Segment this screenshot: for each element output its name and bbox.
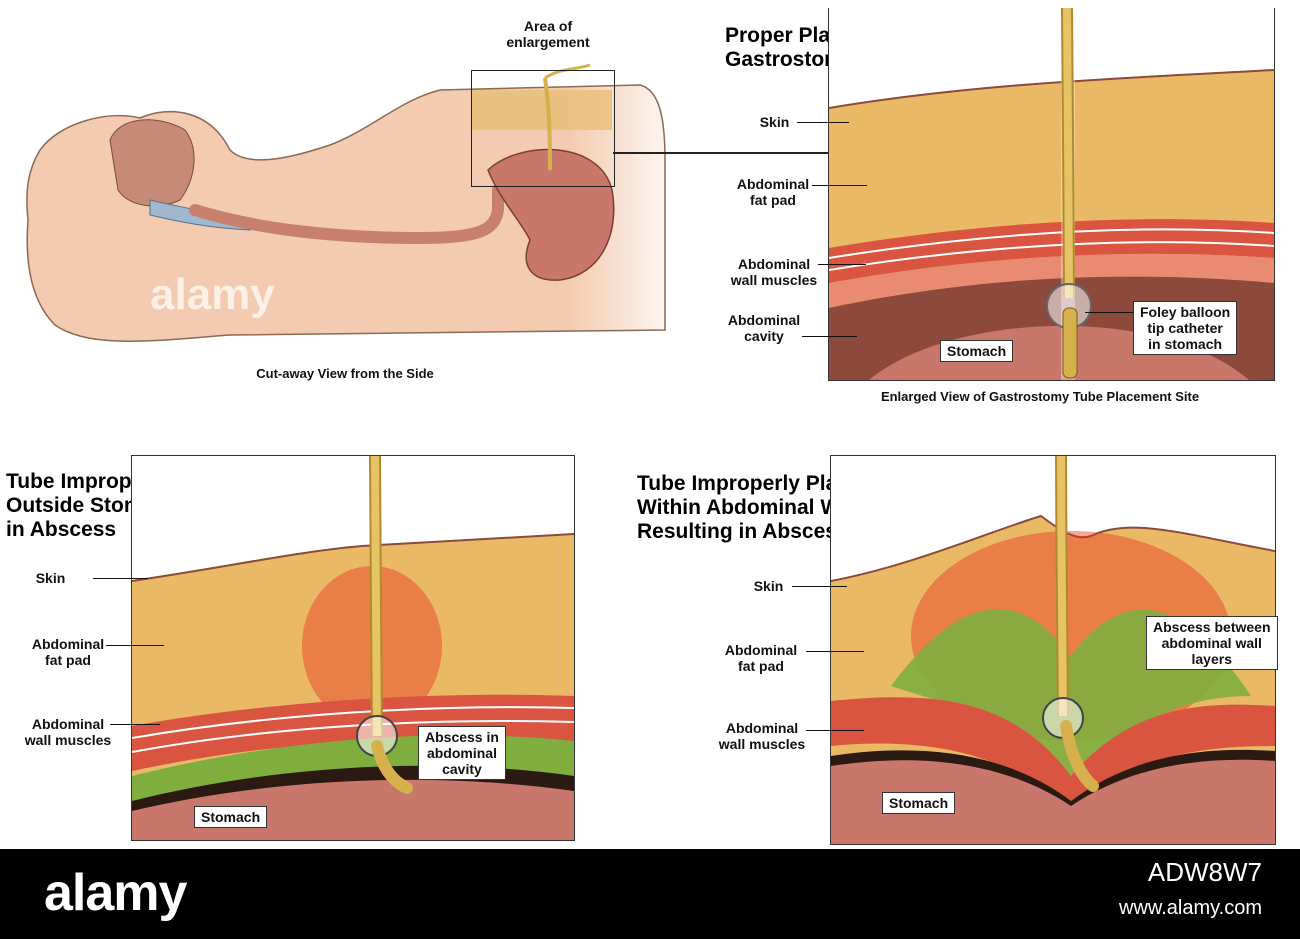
- enlargement-connector-line: [613, 152, 828, 154]
- enlargement-label: Area of enlargement: [506, 18, 590, 50]
- outside-muscle-label: Abdominal wall muscles: [24, 716, 112, 748]
- footer-image-id: ADW8W7: [1147, 857, 1262, 887]
- proper-stomach-label: Stomach: [940, 340, 1014, 362]
- outside-muscle-leader: [110, 724, 160, 725]
- within-abscess-label: Abscess between abdominal wall layers: [1146, 616, 1278, 670]
- outside-fat-leader: [106, 645, 164, 646]
- within-wall-panel: [830, 455, 1276, 845]
- footer-bar: alamy ADW8W7 www.alamy.com: [0, 849, 1300, 939]
- outside-skin-leader: [93, 578, 148, 579]
- within-stomach-label: Stomach: [882, 792, 956, 814]
- proper-cavity-label: Abdominal cavity: [727, 312, 801, 344]
- proper-caption: Enlarged View of Gastrostomy Tube Placem…: [880, 389, 1200, 404]
- proper-fat-leader: [812, 185, 867, 186]
- within-fat-label: Abdominal fat pad: [724, 642, 798, 674]
- proper-cavity-leader: [802, 336, 857, 337]
- within-muscle-label: Abdominal wall muscles: [718, 720, 806, 752]
- proper-muscle-label: Abdominal wall muscles: [730, 256, 818, 288]
- proper-muscle-leader: [818, 264, 866, 265]
- side-view-caption: Cut-away View from the Side: [256, 366, 434, 381]
- proper-foley-label: Foley balloon tip catheter in stomach: [1133, 301, 1238, 355]
- outside-cross-section: [132, 456, 574, 840]
- proper-fat-label: Abdominal fat pad: [736, 176, 810, 208]
- within-fat-leader: [806, 651, 864, 652]
- outside-skin-label: Skin: [35, 570, 66, 586]
- within-skin-leader: [792, 586, 847, 587]
- footer-logo: alamy: [44, 864, 187, 922]
- proper-skin-label: Skin: [759, 114, 790, 130]
- outside-abscess-label: Abscess in abdominal cavity: [418, 726, 506, 780]
- enlargement-box: [471, 70, 615, 187]
- watermark-text: alamy: [150, 270, 275, 319]
- outside-stomach-panel: [131, 455, 575, 841]
- proper-foley-leader: [1085, 312, 1133, 313]
- outside-stomach-label: Stomach: [194, 806, 268, 828]
- proper-skin-leader: [797, 122, 849, 123]
- outside-fat-label: Abdominal fat pad: [31, 636, 105, 668]
- footer-url: www.alamy.com: [1119, 897, 1262, 919]
- within-skin-label: Skin: [753, 578, 784, 594]
- within-cross-section: [831, 456, 1275, 844]
- side-view-illustration: alamy: [0, 60, 828, 360]
- within-muscle-leader: [806, 730, 864, 731]
- body-silhouette: [26, 63, 666, 342]
